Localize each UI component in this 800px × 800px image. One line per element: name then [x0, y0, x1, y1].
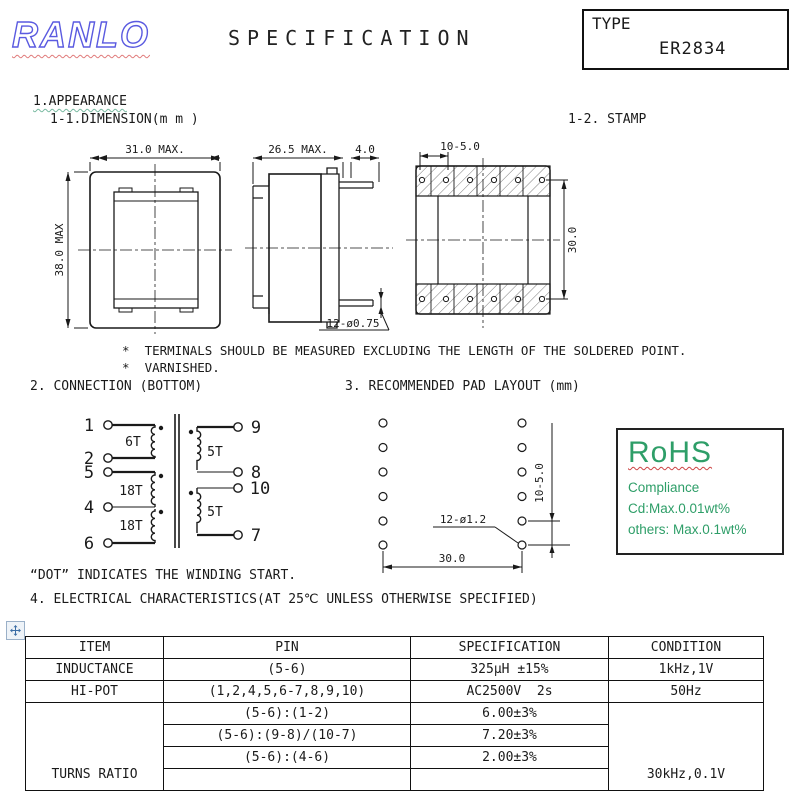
note-varnished: * VARNISHED. [122, 360, 220, 375]
move-arrows-icon [10, 625, 21, 636]
header-item: ITEM [25, 636, 164, 659]
inductance-spec: 325μH ±15% [410, 658, 609, 681]
section-connection-heading: 2. CONNECTION (BOTTOM) [30, 379, 203, 394]
hipot-pin: (1,2,4,5,6-7,8,9,10) [163, 680, 411, 703]
pad-horizontal-dim: 30.0 [439, 552, 466, 565]
electrical-characteristics-table: ITEM PIN SPECIFICATION CONDITION INDUCTA… [25, 636, 764, 791]
table-row: HI-POT (1,2,4,5,6-7,8,9,10) AC2500V 2s 5… [25, 680, 764, 703]
type-box: TYPE ER2834 [582, 9, 789, 70]
pin-label-10: 10 [250, 479, 270, 499]
inductance-item: INDUCTANCE [25, 658, 164, 681]
turns-ratio-pin-1: (5-6):(1-2) [163, 702, 411, 725]
rohs-compliance-line: Compliance [628, 480, 700, 495]
turns-ratio-spec-1: 6.00±3% [410, 702, 609, 725]
pin-label-5: 5 [84, 463, 94, 483]
pin-label-4: 4 [84, 498, 94, 518]
stamp-pitch-dim: 10-5.0 [440, 140, 480, 153]
winding-turns-5t-b: 5T [207, 505, 223, 520]
table-move-handle[interactable] [6, 621, 25, 640]
inductance-condition: 1kHz,1V [608, 658, 764, 681]
turns-ratio-condition: 30kHz,0.1V [608, 702, 764, 791]
header-specification: SPECIFICATION [410, 636, 609, 659]
stamp-right-dim: 30.0 [566, 227, 579, 254]
pin-label-9: 9 [251, 418, 261, 438]
turns-ratio-pin-2: (5-6):(9-8)/(10-7) [163, 724, 411, 747]
section-electrical-heading: 4. ELECTRICAL CHARACTERISTICS(AT 25℃ UNL… [30, 592, 538, 607]
side-pin-length-dim: 4.0 [355, 143, 375, 156]
pin-label-2: 2 [84, 449, 94, 469]
table-row [26, 768, 764, 791]
type-value: ER2834 [659, 39, 727, 59]
stamp-heading: 1-2. STAMP [568, 112, 647, 127]
winding-turns-18t-a: 18T [119, 484, 143, 499]
pin-label-1: 1 [84, 416, 94, 436]
hipot-condition: 50Hz [608, 680, 764, 703]
winding-turns-18t-b: 18T [119, 519, 143, 534]
rohs-cd-limit: Cd:Max.0.01wt% [628, 501, 731, 516]
turns-ratio-spec-4 [410, 768, 609, 791]
hipot-item: HI-POT [25, 680, 164, 703]
turns-ratio-spec-2: 7.20±3% [410, 724, 609, 747]
side-view-drawing: 26.5 MAX. 4.0 12-ø0.75 [245, 143, 393, 331]
pin-label-6: 6 [84, 534, 94, 554]
side-pin-diameter-note: 12-ø0.75 [327, 317, 380, 330]
front-left-dim: 38.0 MAX [53, 223, 66, 276]
header-condition: CONDITION [608, 636, 764, 659]
table-row: INDUCTANCE (5-6) 325μH ±15% 1kHz,1V [25, 658, 764, 681]
company-logo: RANLO [11, 13, 150, 55]
dimension-heading: 1-1.DIMENSION(m m ) [50, 112, 199, 127]
turns-ratio-spec-3: 2.00±3% [410, 746, 609, 769]
table-header-row: ITEM PIN SPECIFICATION CONDITION [25, 636, 764, 659]
side-top-dim: 26.5 MAX. [268, 143, 328, 156]
pad-hole-note: 12-ø1.2 [440, 513, 486, 526]
note-terminals: * TERMINALS SHOULD BE MEASURED EXCLUDING… [122, 343, 687, 358]
front-view-drawing: 31.0 MAX. 38.0 MAX [53, 143, 232, 334]
pad-layout-drawing: 10-5.0 12-ø1.2 30.0 [378, 418, 570, 573]
turns-ratio-item: TURNS RATIO [25, 702, 164, 791]
table-row: (5-6):(9-8)/(10-7) 7.20±3% [26, 724, 764, 747]
page-title: SPECIFICATION [228, 26, 476, 50]
section-appearance-heading: 1.APPEARANCE [33, 94, 127, 109]
section-pad-layout-heading: 3. RECOMMENDED PAD LAYOUT (mm) [345, 379, 580, 394]
front-top-dim: 31.0 MAX. [125, 143, 185, 156]
turns-ratio-pin-3: (5-6):(4-6) [163, 746, 411, 769]
rohs-others-limit: others: Max.0.1wt% [628, 522, 747, 537]
pad-vertical-dim: 10-5.0 [533, 463, 546, 503]
table-row: TURNS RATIO (5-6):(1-2) 6.00±3% 30kHz,0.… [25, 702, 764, 791]
hipot-spec: AC2500V 2s [410, 680, 609, 703]
connection-diagram: 1 2 5 4 6 9 8 10 7 6T 18T 18T 5T 5T [84, 414, 270, 554]
inductance-pin: (5-6) [163, 658, 411, 681]
pin-label-7: 7 [251, 526, 261, 546]
winding-turns-5t-a: 5T [207, 445, 223, 460]
winding-turns-6t: 6T [125, 435, 141, 450]
turns-ratio-pin-4 [163, 768, 411, 791]
stamp-view-drawing: 10-5.0 30.0 [406, 140, 579, 328]
rohs-compliance-box: RoHS Compliance Cd:Max.0.01wt% others: M… [616, 428, 784, 555]
pin-label-8: 8 [251, 463, 261, 483]
dot-note: “DOT” INDICATES THE WINDING START. [30, 568, 297, 583]
type-label: TYPE [592, 14, 631, 33]
rohs-title: RoHS [628, 436, 713, 469]
header-pin: PIN [163, 636, 411, 659]
